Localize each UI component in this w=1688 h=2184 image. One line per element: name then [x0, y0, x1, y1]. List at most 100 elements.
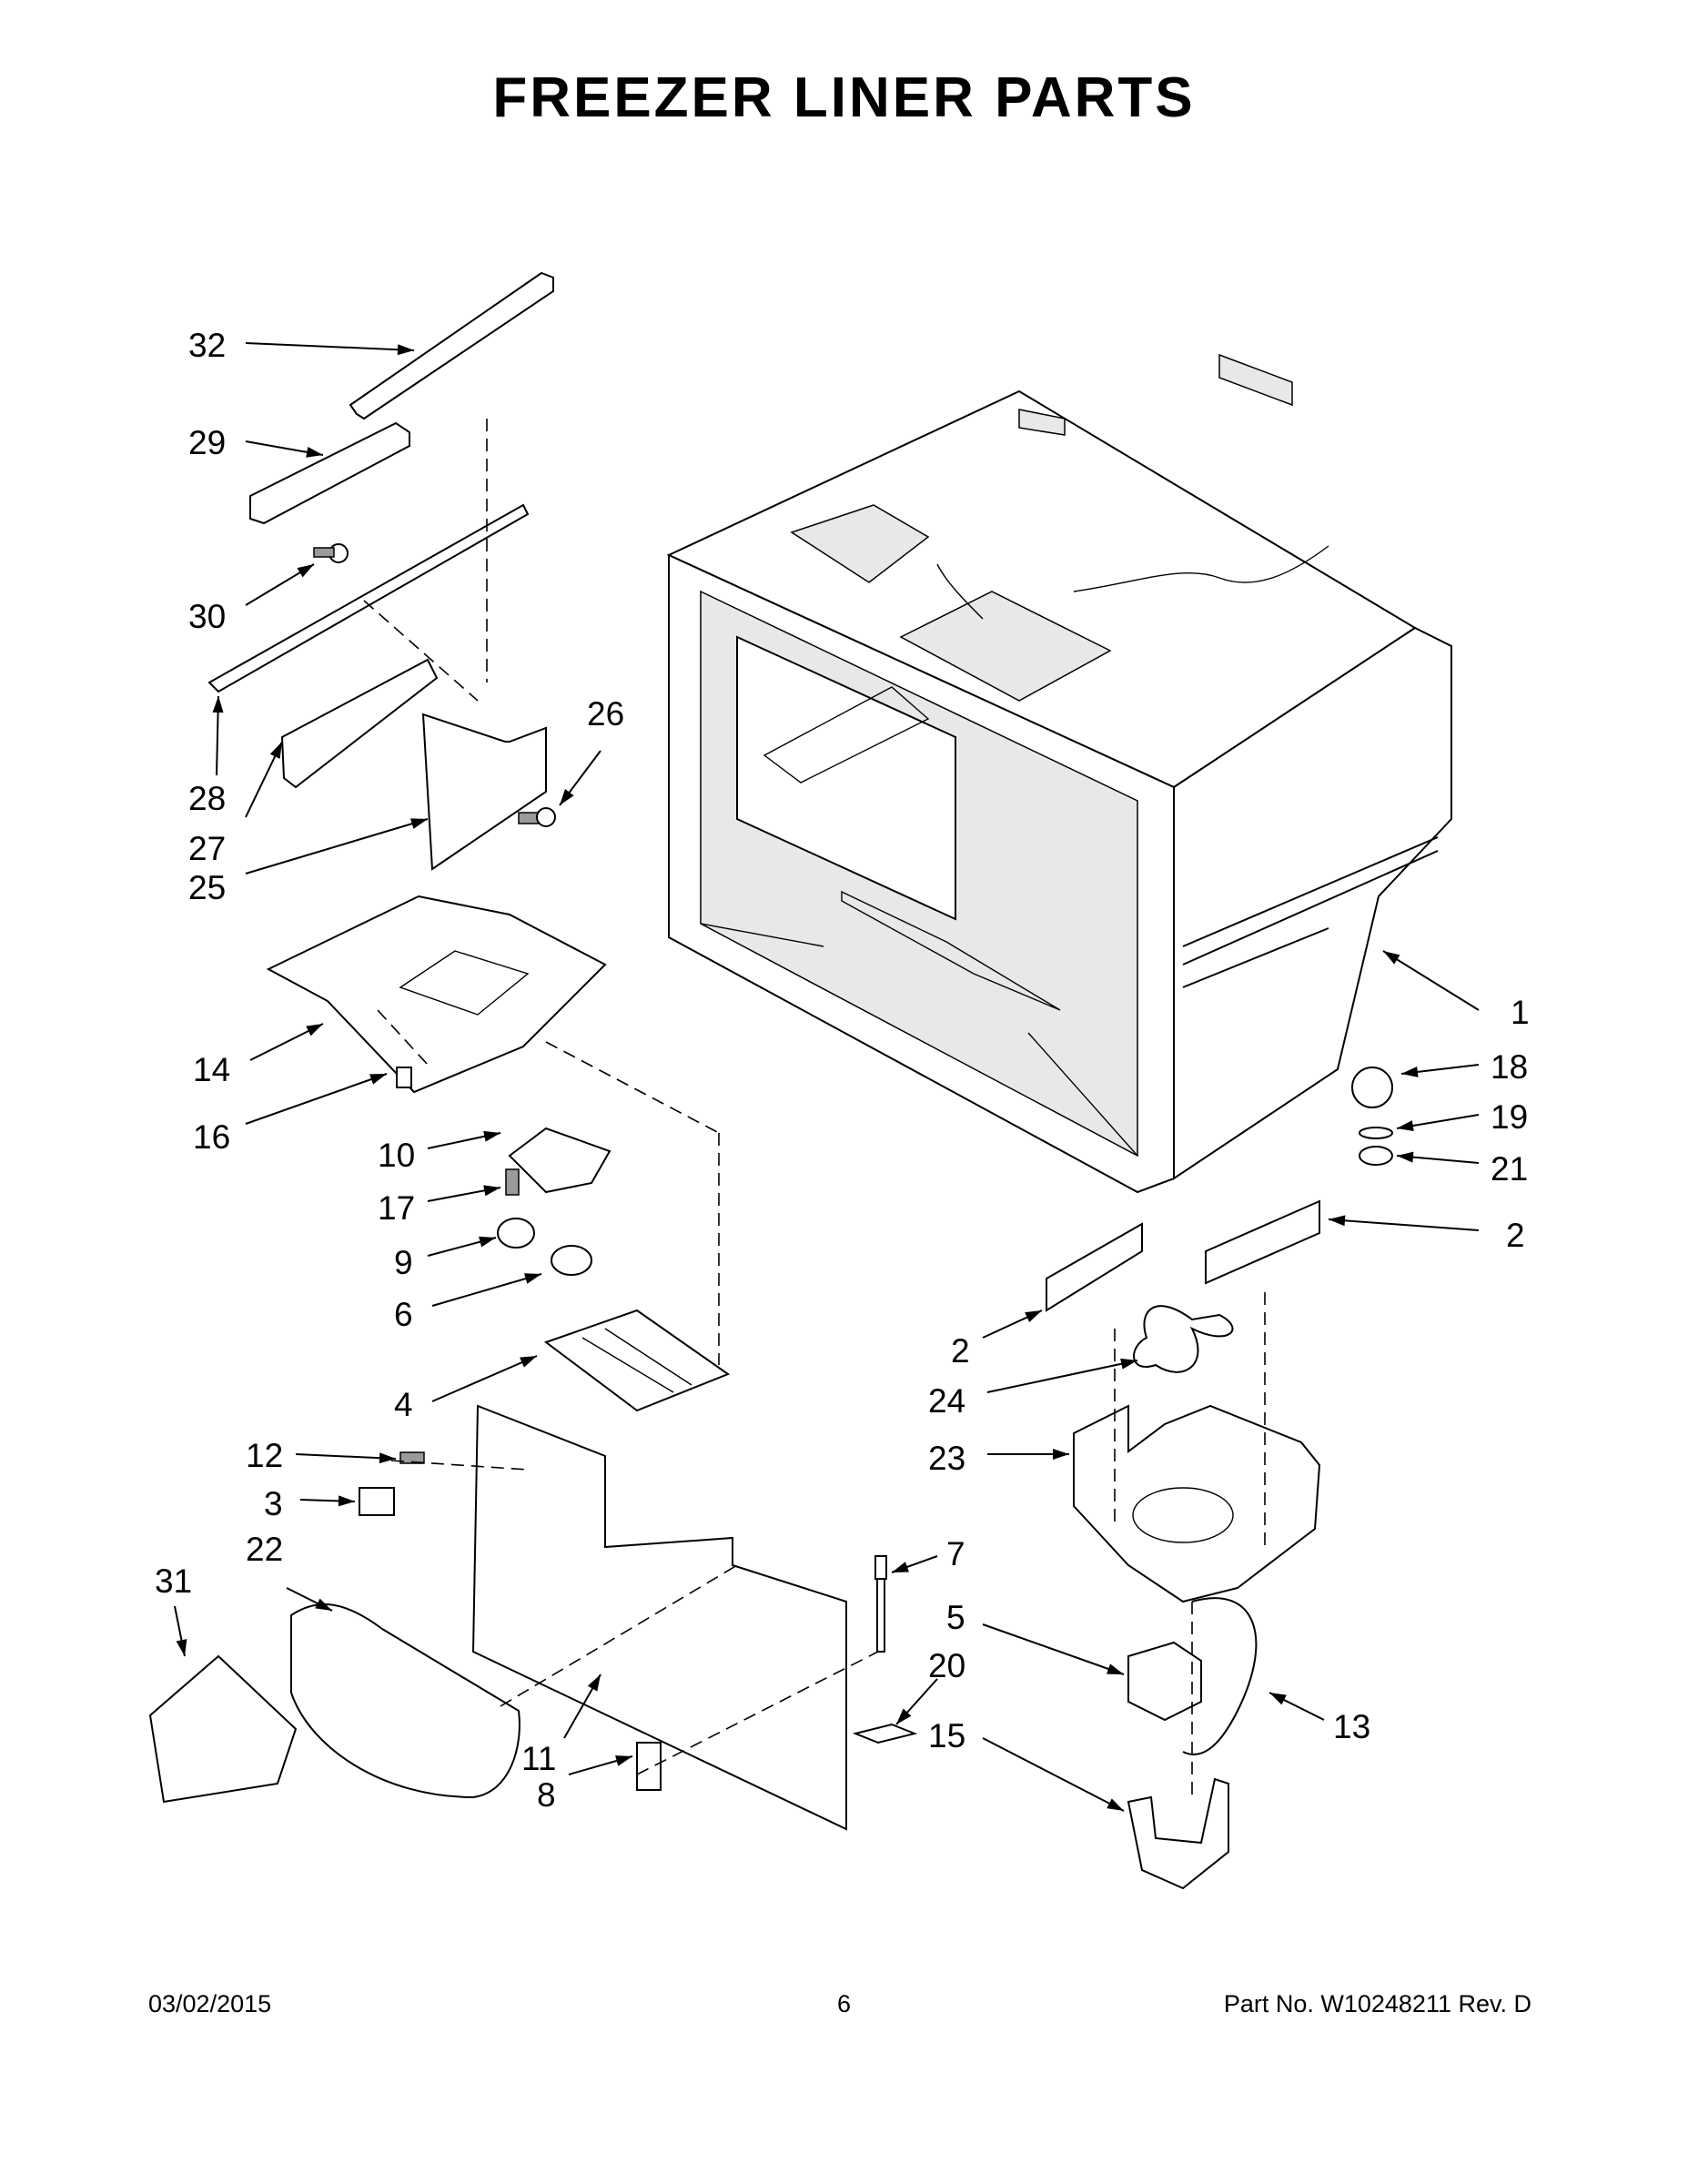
leader-arrowhead: [369, 1074, 387, 1085]
callout-4: 4: [394, 1386, 413, 1423]
callout-9: 9: [394, 1244, 413, 1281]
callout-28: 28: [188, 780, 226, 817]
leader-arrowhead: [1120, 1358, 1137, 1370]
screw-part-12: [399, 1451, 425, 1464]
leader-arrowhead: [483, 1185, 500, 1197]
leader-arrowhead: [1329, 1215, 1346, 1227]
callout-7: 7: [946, 1535, 965, 1572]
footer-page-number: 6: [836, 1990, 852, 2017]
leader-arrowhead: [524, 1273, 541, 1284]
leader-arrowhead: [1401, 1066, 1419, 1077]
footer-date: 03/02/2015: [148, 1990, 272, 2017]
callout-26: 26: [587, 695, 624, 733]
bracket-part-29: [249, 421, 410, 525]
leader-arrowhead: [1107, 1663, 1124, 1674]
freezer-liner-part-1: [666, 353, 1452, 1194]
leader-arrowhead: [892, 1562, 909, 1572]
leader-arrowhead: [587, 1674, 601, 1692]
bracket-part-25: [421, 713, 547, 871]
callout-20: 20: [928, 1647, 965, 1684]
callout-18: 18: [1491, 1048, 1528, 1086]
pad-part-2b: [1205, 1199, 1320, 1285]
callout-11: 11: [521, 1740, 556, 1777]
leader-arrowhead: [896, 1708, 912, 1724]
fan-shroud-part-23: [1073, 1404, 1321, 1603]
leader-arrowhead: [1397, 1120, 1414, 1131]
sensor-part-7: [874, 1555, 887, 1653]
leader-arrowhead: [560, 789, 574, 805]
ring-part-19: [1359, 1127, 1393, 1139]
bracket-part-15: [1127, 1777, 1229, 1890]
callout-8: 8: [537, 1776, 556, 1814]
callout-3: 3: [264, 1485, 283, 1522]
leader-arrowhead: [397, 344, 414, 356]
leader-arrowhead: [297, 564, 314, 578]
leader-arrowhead: [483, 1130, 500, 1142]
housing-part-10: [508, 1127, 612, 1194]
clip-part-16: [396, 1067, 412, 1088]
thermistor-part-3: [359, 1487, 395, 1516]
fan-motor-part-5: [1127, 1641, 1202, 1722]
leader-arrowhead: [615, 1755, 632, 1766]
callout-2-left: 2: [951, 1332, 970, 1370]
leader-arrowhead: [1397, 1151, 1414, 1163]
grille-part-22: [290, 1603, 521, 1799]
bulb-part-9: [497, 1218, 535, 1249]
callout-10: 10: [378, 1137, 415, 1174]
callout-15: 15: [928, 1717, 965, 1754]
slide-part-28: [207, 503, 530, 693]
page-title: FREEZER LINER PARTS: [492, 66, 1196, 129]
callout-16: 16: [193, 1118, 230, 1156]
leader-arrowhead: [338, 1495, 355, 1507]
leader-arrowhead: [1383, 951, 1400, 965]
box-part-31: [148, 1654, 298, 1804]
callout-25: 25: [188, 869, 226, 906]
tray-part-4: [543, 1309, 731, 1412]
cover-part-11: [471, 1404, 847, 1831]
callout-30: 30: [188, 598, 226, 635]
callout-14: 14: [193, 1051, 230, 1088]
fan-blade-part-24: [1133, 1305, 1234, 1373]
rack-part-27: [280, 658, 439, 789]
leader-arrowhead: [410, 818, 428, 829]
leader-arrowhead: [269, 742, 282, 759]
callout-6: 6: [394, 1296, 413, 1333]
leader-arrowhead: [176, 1639, 187, 1656]
callout-23: 23: [928, 1440, 965, 1477]
leader-arrowhead: [1107, 1798, 1124, 1811]
callout-labels: 32 29 30 28 27 25 26 14 16 10 17 9 6 4 1…: [155, 327, 1530, 1814]
plug-part-21: [1359, 1146, 1393, 1166]
strip-part-20: [852, 1723, 918, 1744]
callout-29: 29: [188, 424, 226, 461]
callout-19: 19: [1491, 1098, 1528, 1136]
rail-part-32: [349, 271, 554, 420]
callout-1: 1: [1511, 994, 1530, 1031]
footer-part-number: Part No. W10248211 Rev. D: [1223, 1990, 1531, 2017]
screw-part-26: [518, 807, 556, 827]
leader-arrowhead: [1269, 1693, 1287, 1705]
callout-32: 32: [188, 327, 226, 364]
leader-arrowhead: [520, 1356, 537, 1368]
socket-part-6: [551, 1245, 592, 1276]
callout-21: 21: [1491, 1150, 1528, 1188]
harness-part-13: [1182, 1597, 1258, 1755]
leader-arrowhead: [212, 696, 224, 713]
callout-13: 13: [1333, 1708, 1370, 1745]
leader-arrowhead: [315, 1598, 332, 1611]
screw-part-17: [505, 1168, 520, 1196]
clip-part-8: [636, 1742, 662, 1791]
callout-24: 24: [928, 1382, 965, 1420]
grommet-part-18: [1351, 1067, 1393, 1108]
shroud-part-14: [266, 895, 607, 1094]
callout-27: 27: [188, 830, 226, 867]
callout-22: 22: [246, 1531, 283, 1568]
callout-31: 31: [155, 1562, 192, 1600]
pad-part-2a: [1046, 1222, 1143, 1312]
leader-lines: [174, 342, 1480, 1812]
alignment-lines: [363, 419, 1266, 1797]
screw-part-30: [313, 543, 349, 563]
callout-2-right: 2: [1506, 1217, 1525, 1254]
leader-arrowhead: [306, 1024, 323, 1036]
